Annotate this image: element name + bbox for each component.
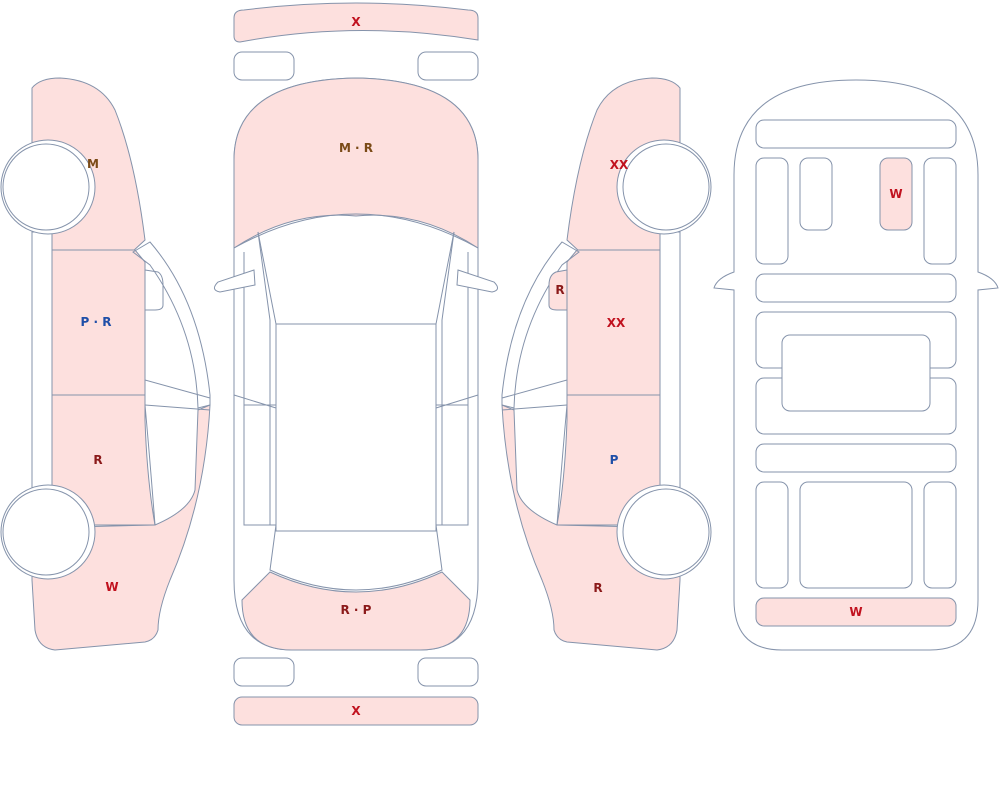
top-view: X M · R R · P X — [214, 2, 498, 726]
left-rear-window — [144, 404, 156, 526]
rear-deck[interactable] — [241, 571, 471, 651]
left-side-view: M P · R R W — [0, 77, 211, 651]
right-headlamp[interactable] — [417, 51, 479, 81]
left-sill[interactable] — [31, 231, 53, 491]
underbody-rear-label: W — [849, 605, 862, 619]
left-mirror — [144, 269, 164, 311]
underbody-front-panel[interactable] — [879, 157, 913, 231]
underbody-rear-panel[interactable] — [755, 597, 957, 627]
right-rear-quarter-label: R — [593, 581, 602, 595]
rear-bumper[interactable] — [233, 696, 479, 726]
right-side-view: R XX XX P R — [501, 77, 712, 651]
right-taillamp[interactable] — [417, 657, 479, 687]
right-rear-quarter[interactable] — [501, 404, 681, 651]
underbody-view: W W — [713, 79, 999, 651]
left-side-glass — [243, 231, 276, 526]
left-rear-quarter[interactable] — [31, 404, 211, 651]
roof — [275, 323, 437, 532]
right-sill[interactable] — [659, 231, 681, 491]
rear-bumper-label: X — [351, 704, 361, 718]
top-right-mirror[interactable] — [456, 269, 498, 293]
right-mirror-label: R — [555, 283, 564, 297]
right-rear-wheel[interactable] — [622, 488, 710, 576]
right-front-door-label: XX — [607, 316, 626, 330]
right-b-pillar — [501, 379, 568, 411]
left-rear-wheel[interactable] — [2, 488, 90, 576]
hood-label: M · R — [339, 141, 373, 155]
right-front-fender-label: XX — [610, 158, 629, 172]
right-rear-door-label: P — [610, 453, 619, 467]
underbody-left-front-rail[interactable] — [755, 157, 789, 265]
left-headlamp[interactable] — [233, 51, 295, 81]
right-side-glass — [436, 231, 469, 526]
front-bumper[interactable] — [233, 2, 479, 43]
underbody-front-crossmember[interactable] — [755, 119, 957, 149]
underbody-spare-well[interactable] — [799, 481, 913, 589]
left-rear-quarter-label: W — [105, 580, 118, 594]
underbody-left-rear-rail[interactable] — [755, 481, 789, 589]
right-rear-window — [556, 404, 568, 526]
underbody-center-front-left[interactable] — [799, 157, 833, 231]
underbody-right-rear-rail[interactable] — [923, 481, 957, 589]
left-taillamp[interactable] — [233, 657, 295, 687]
underbody-tunnel[interactable] — [781, 334, 931, 412]
underbody-rear-crossmember[interactable] — [755, 443, 957, 473]
rear-deck-label: R · P — [341, 603, 372, 617]
left-rear-door-label: R — [93, 453, 102, 467]
left-window-frame — [132, 241, 211, 409]
hood[interactable] — [233, 77, 479, 249]
left-front-fender-label: M — [87, 157, 99, 171]
top-pillars — [233, 394, 479, 409]
left-b-pillar — [144, 379, 211, 411]
top-left-mirror[interactable] — [214, 269, 256, 293]
right-front-wheel[interactable] — [622, 143, 710, 231]
underbody-right-front-rail[interactable] — [923, 157, 957, 265]
right-mirror[interactable] — [548, 269, 568, 311]
left-front-door-label: P · R — [81, 315, 112, 329]
front-bumper-label: X — [351, 15, 361, 29]
right-window-frame — [501, 241, 580, 409]
left-front-wheel[interactable] — [2, 143, 90, 231]
underbody-firewall[interactable] — [755, 273, 957, 303]
rear-window — [269, 524, 443, 591]
underbody-front-label: W — [889, 187, 902, 201]
